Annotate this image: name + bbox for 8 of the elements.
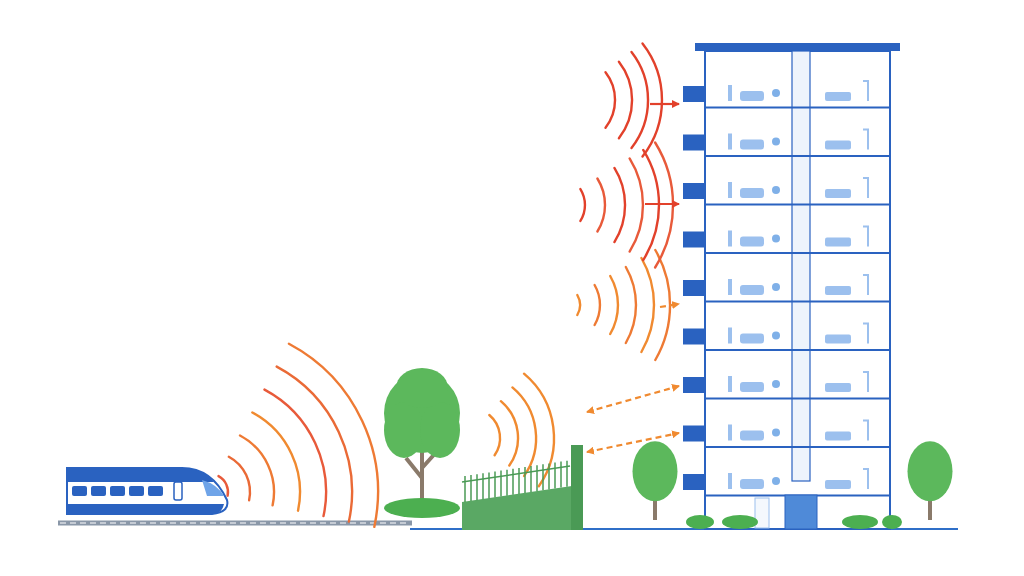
arrow bbox=[586, 384, 680, 414]
tree-drawing bbox=[382, 368, 462, 518]
noise-barrier-drawing bbox=[462, 442, 585, 530]
arrow bbox=[659, 301, 680, 310]
arrow bbox=[645, 200, 680, 208]
arrow bbox=[650, 100, 680, 108]
arrow bbox=[586, 430, 680, 455]
apartment-building-drawing bbox=[680, 40, 905, 530]
